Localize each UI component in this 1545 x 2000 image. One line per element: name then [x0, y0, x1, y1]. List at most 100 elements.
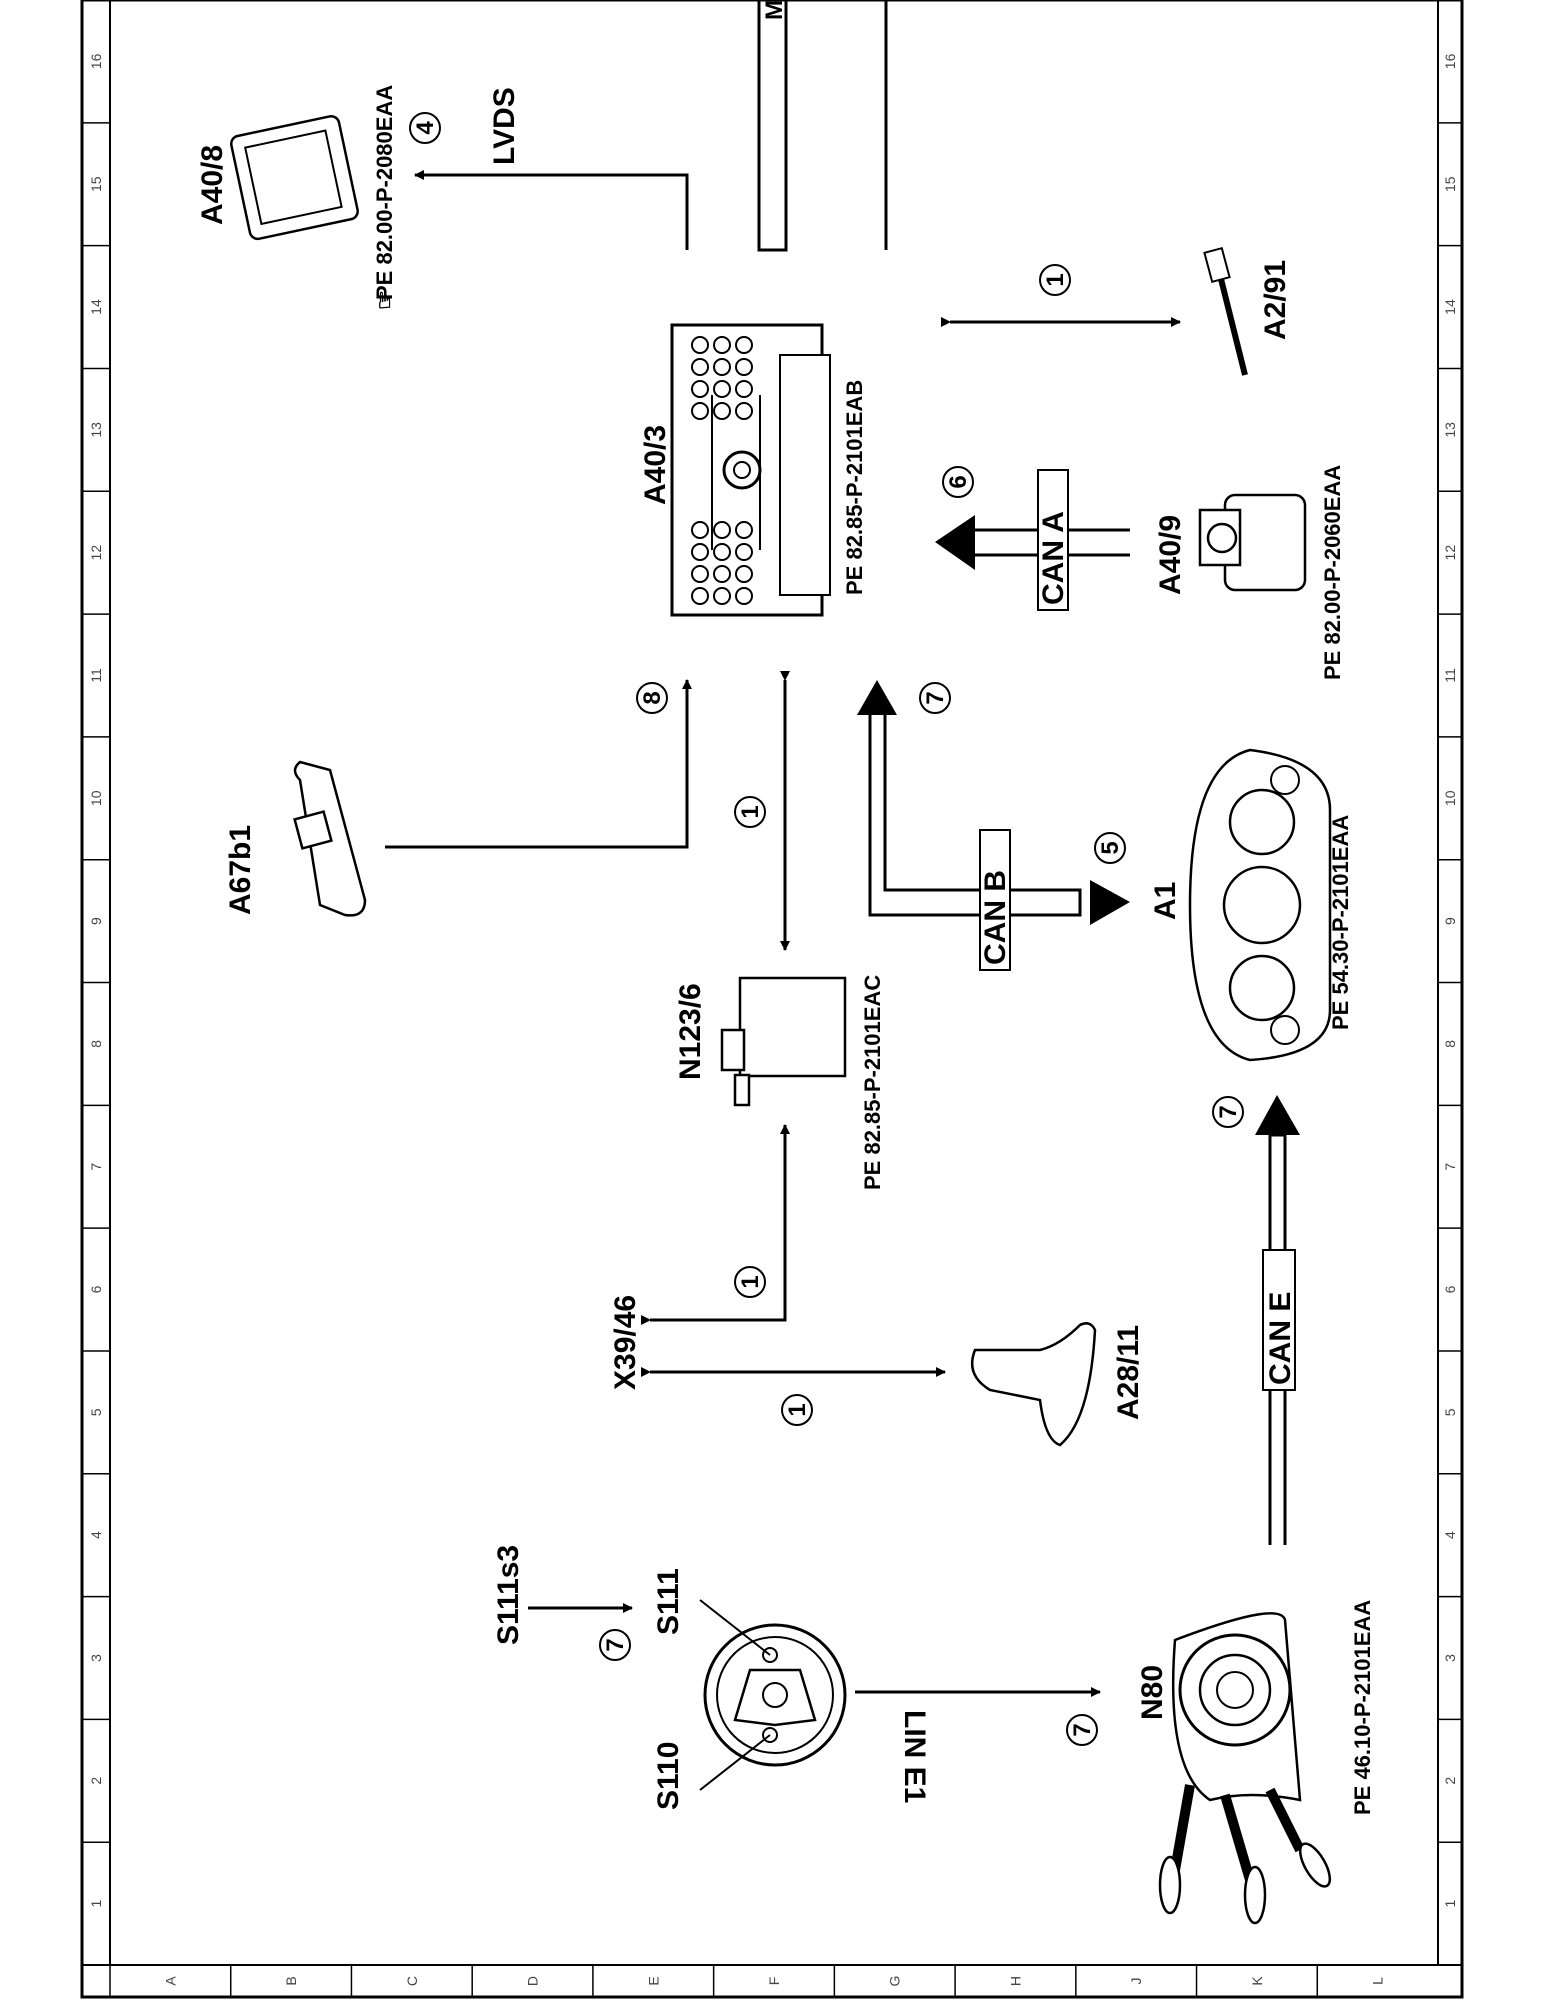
label-n123-6: N123/6: [674, 983, 707, 1080]
component-a67b1: A67b1: [224, 760, 367, 917]
marker-x39-n123: 1: [734, 1266, 766, 1298]
grid-row-label: 9: [1442, 917, 1458, 925]
bus-label-m: M: [761, 0, 788, 20]
svg-text:1: 1: [737, 1275, 764, 1288]
grid-row-label: 6: [1442, 1285, 1458, 1293]
head-unit-button: [735, 336, 753, 354]
svg-text:1: 1: [1042, 273, 1069, 286]
svg-text:1: 1: [737, 805, 764, 818]
grid-column-label: D: [525, 1976, 541, 1986]
label-a2-91: A2/91: [1259, 260, 1292, 340]
label-a1: A1: [1149, 882, 1182, 920]
grid-row-label: 4: [88, 1531, 104, 1539]
head-unit-button: [713, 336, 731, 354]
head-unit-button: [735, 565, 753, 583]
head-unit-button: [691, 521, 709, 539]
head-unit-button: [735, 358, 753, 376]
head-unit-button: [735, 587, 753, 605]
grid-row-label: 8: [1442, 1040, 1458, 1048]
head-unit-button: [691, 543, 709, 561]
grid-row-label: 13: [88, 422, 104, 438]
link-x39-46-n123-6: [641, 1124, 790, 1325]
link-can-a: CAN A: [935, 469, 1130, 611]
svg-text:1: 1: [784, 1403, 811, 1416]
marker-s111s3: 7: [599, 1629, 631, 1661]
head-unit-button: [691, 380, 709, 398]
svg-text:4: 4: [412, 121, 439, 135]
bus-label-lin-e1: LIN E1: [898, 1710, 931, 1803]
grid-row-label: 11: [88, 668, 104, 683]
label-a67b1: A67b1: [224, 825, 257, 915]
grid-row-label: 6: [88, 1285, 104, 1293]
grid-row-label: 12: [88, 545, 104, 561]
ref-a40-3: PE 82.85-P-2101EAB: [842, 380, 867, 595]
ref-a40-9: PE 82.00-P-2060EAA: [1320, 465, 1345, 680]
marker-x39-a28: 1: [781, 1394, 813, 1426]
grid-row-label: 5: [1442, 1408, 1458, 1416]
component-n123-6: N123/6 PE 82.85-P-2101EAC: [674, 975, 885, 1190]
grid-row-label: 12: [1442, 545, 1458, 561]
ref-a1: PE 54.30-P-2101EAA: [1328, 815, 1353, 1030]
svg-text:7: 7: [922, 691, 949, 704]
head-unit-button: [735, 402, 753, 420]
bus-label-can-e: CAN E: [1264, 1292, 1297, 1385]
label-a40-9: A40/9: [1154, 515, 1187, 595]
ref-n80: PE 46.10-P-2101EAA: [1350, 1600, 1375, 1815]
marker-can-a: 6: [942, 466, 974, 498]
grid-row-label: 2: [1442, 1777, 1458, 1785]
component-steering-wheel: [699, 1599, 847, 1791]
label-s111: S111: [652, 1568, 685, 1635]
svg-text:7: 7: [602, 1638, 629, 1651]
marker-can-g: 7: [919, 682, 951, 714]
head-unit-button: [691, 402, 709, 420]
label-a40-3: A40/3: [639, 425, 672, 505]
link-can-e: CAN E: [1255, 1095, 1300, 1545]
grid-row-label: 1: [88, 1899, 104, 1907]
label-s110: S110: [652, 1742, 685, 1810]
grid-column-label: A: [162, 1976, 178, 1986]
head-unit-button: [691, 336, 709, 354]
head-unit-button: [713, 565, 731, 583]
grid-row-label: 16: [88, 53, 104, 69]
grid-row-label: 3: [1442, 1654, 1458, 1662]
grid-row-label: 5: [88, 1408, 104, 1416]
head-unit-button: [713, 358, 731, 376]
grid-row-label: 11: [1442, 668, 1458, 683]
svg-text:5: 5: [1097, 841, 1124, 854]
grid-column-label: E: [645, 1976, 661, 1985]
head-unit-button: [713, 587, 731, 605]
svg-text:7: 7: [1215, 1105, 1242, 1118]
label-x39-46: X39/46: [609, 1295, 642, 1390]
marker-can-e: 7: [1212, 1096, 1244, 1128]
component-a2-91: A2/91: [1203, 246, 1292, 376]
head-unit-button: [713, 380, 731, 398]
grid-row-label: 3: [88, 1654, 104, 1662]
grid-row-label: 15: [1442, 176, 1458, 192]
grid-row-label: 7: [88, 1163, 104, 1171]
ref-n123-6: PE 82.85-P-2101EAC: [860, 975, 885, 1190]
grid-row-label: 2: [88, 1777, 104, 1785]
svg-text:7: 7: [1069, 1723, 1096, 1736]
marker-can-b: 5: [1094, 832, 1126, 864]
grid-column-label: F: [766, 1977, 782, 1986]
bus-label-can-b: CAN B: [979, 870, 1012, 965]
svg-text:6: 6: [945, 475, 972, 488]
label-s111s3: S111s3: [492, 1545, 525, 1645]
grid-row-label: 15: [88, 176, 104, 192]
grid-row-label: 7: [1442, 1163, 1458, 1171]
link-lvds: LVDS: [414, 87, 689, 250]
link-can-b: CAN B: [857, 680, 1130, 971]
grid-row-label: 10: [1442, 790, 1458, 806]
component-n80: N80 PE 46.10-P-2101EAA: [1136, 1600, 1375, 1925]
label-n80: N80: [1136, 1665, 1169, 1720]
marker-lvds: 4: [409, 112, 441, 144]
head-unit-button: [713, 543, 731, 561]
label-a28-11: A28/11: [1112, 1325, 1145, 1420]
grid-row-label: 10: [88, 790, 104, 806]
head-unit-button: [735, 380, 753, 398]
head-unit-button: [691, 358, 709, 376]
grid-column-label: J: [1128, 1978, 1144, 1985]
